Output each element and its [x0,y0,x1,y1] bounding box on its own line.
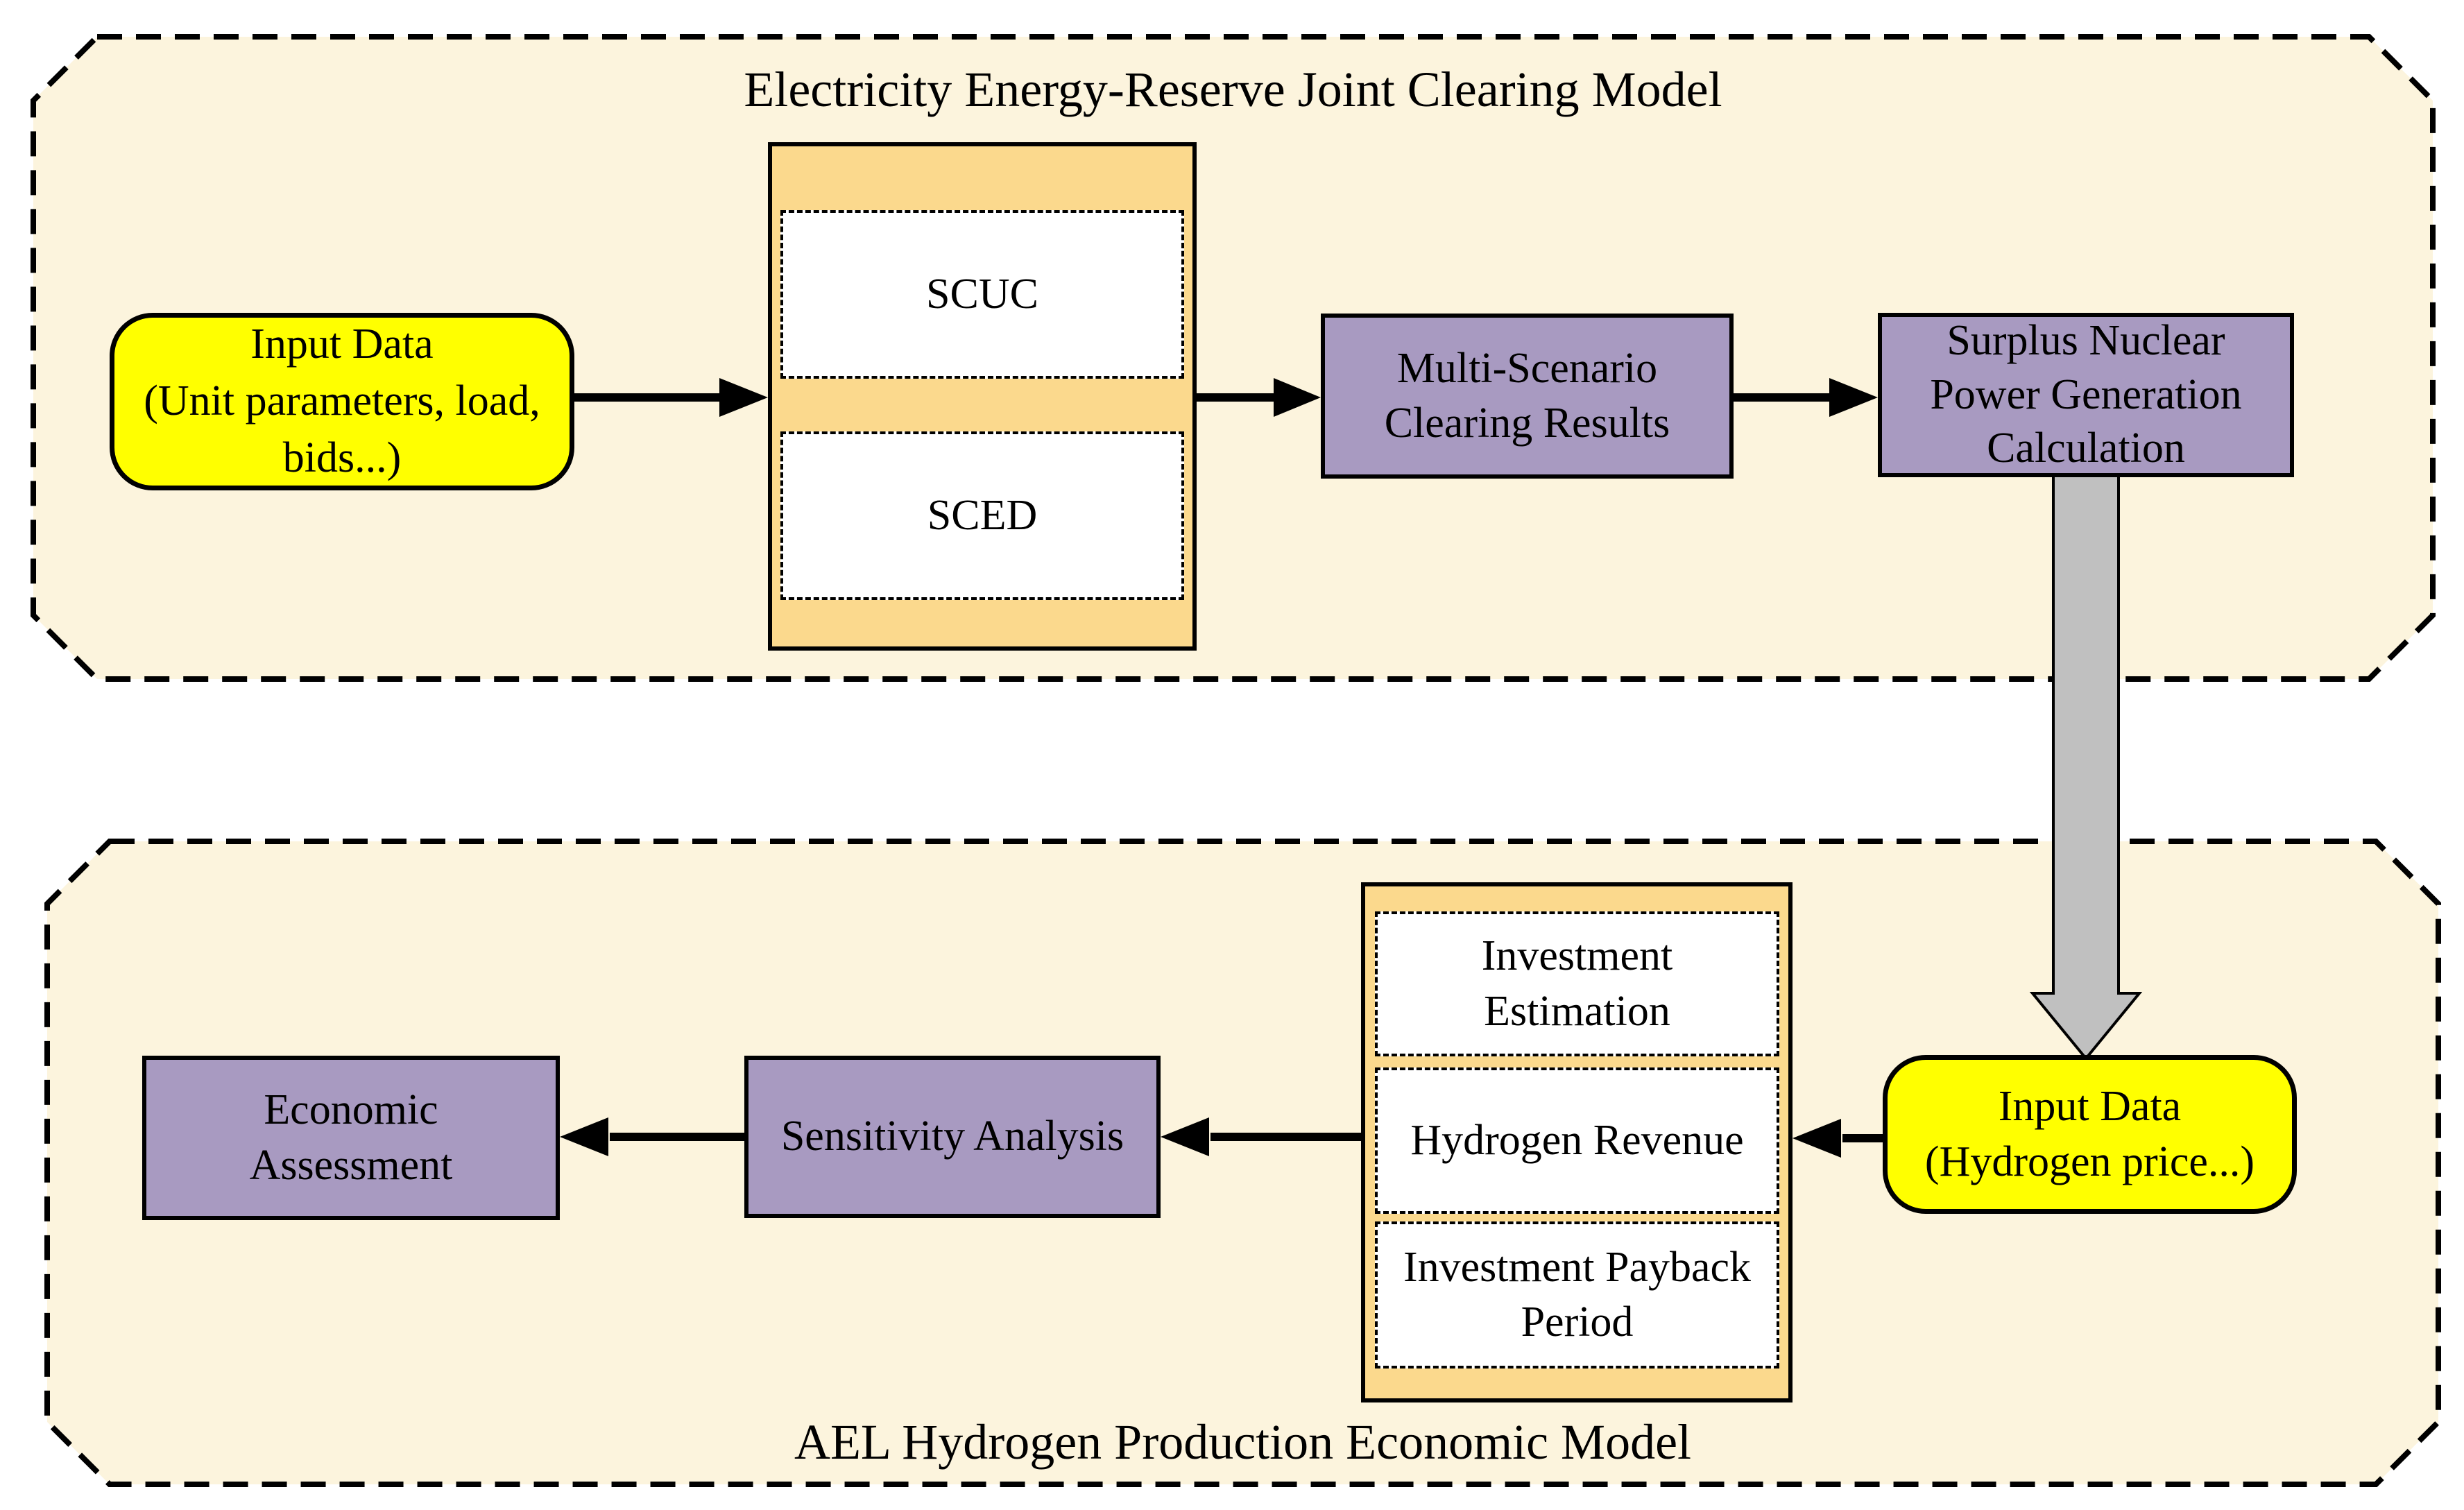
arrow-sensitivity-to-economic [560,1117,744,1156]
economic-assessment-box: Economic Assessment [142,1056,560,1220]
input-data-unit-box: Input Data (Unit parameters, load, bids.… [110,313,574,490]
sced-box: SCED [780,431,1184,600]
investment-estimation-box: Investment Estimation [1375,911,1779,1056]
surplus-nuclear-box: Surplus Nuclear Power Generation Calcula… [1878,313,2294,477]
top-model-container [31,34,2436,682]
input-data-hydrogen-box: Input Data (Hydrogen price...) [1883,1055,2297,1214]
sensitivity-analysis-box: Sensitivity Analysis [744,1056,1161,1218]
bottom-model-container [44,839,2441,1487]
top-model-title: Electricity Energy-Reserve Joint Clearin… [744,62,1722,117]
hydrogen-revenue-box: Hydrogen Revenue [1375,1067,1779,1214]
arrow-input-to-clearing [574,378,768,417]
scuc-box: SCUC [780,210,1184,379]
multi-scenario-results-box: Multi-Scenario Clearing Results [1321,314,1734,479]
arrow-results-to-surplus [1734,378,1878,417]
gray-down-arrow [2029,473,2143,1061]
arrow-econmodel-to-sensitivity [1161,1117,1361,1156]
investment-payback-box: Investment Payback Period [1375,1221,1779,1369]
arrow-clearing-to-results [1197,378,1321,417]
arrow-input-to-revenue [1793,1119,1883,1158]
bottom-model-title: AEL Hydrogen Production Economic Model [794,1414,1692,1470]
